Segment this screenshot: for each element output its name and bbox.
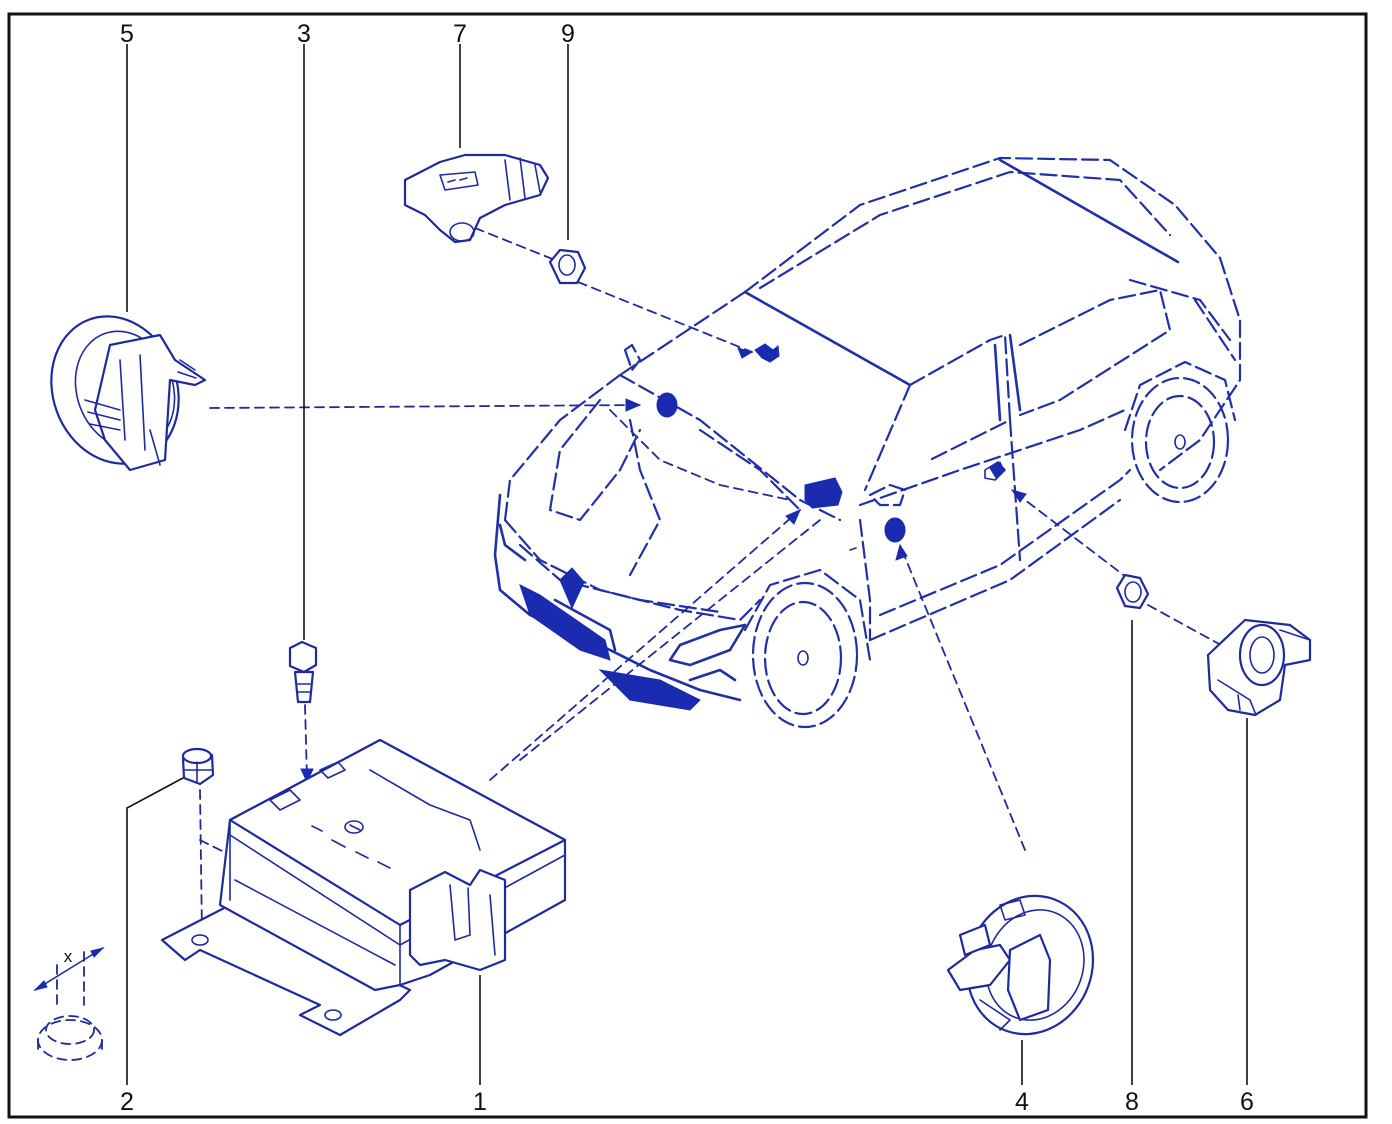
rear-wheel (1123, 360, 1237, 504)
control-unit-location (804, 477, 843, 509)
mounting-bolt (288, 640, 318, 704)
leader-lines (126, 44, 1248, 1085)
arrowheads (300, 347, 1027, 784)
sensor-nut-top (548, 248, 587, 285)
airbag-control-unit (160, 738, 567, 1037)
callout-9: 9 (561, 20, 575, 48)
callout-2: 2 (120, 1088, 134, 1116)
front-impact-sensor (403, 153, 550, 244)
mounting-nut (181, 747, 215, 786)
diagram-frame (7, 12, 1368, 1119)
callout-labels: 1 2 3 4 5 6 7 8 9 (120, 20, 1254, 1116)
brand-logo (559, 567, 585, 610)
pressure-sensor-top (50, 315, 207, 472)
callout-8: 8 (1125, 1088, 1139, 1116)
nut-detail-sketch: x (33, 947, 105, 1061)
callout-7: 7 (453, 20, 467, 48)
vehicle-outline (493, 156, 1242, 729)
front-impact-sensor-location (754, 343, 780, 363)
side-impact-sensor (1206, 618, 1312, 717)
callout-1: 1 (473, 1088, 487, 1116)
lower-grille (519, 584, 611, 661)
front-pressure-sensor-location (656, 392, 678, 418)
pressure-sensor-bottom (946, 894, 1095, 1036)
side-impact-sensor-location (989, 461, 1005, 479)
callout-4: 4 (1015, 1088, 1029, 1116)
side-pressure-sensor-location (884, 517, 906, 543)
callout-6: 6 (1240, 1088, 1254, 1116)
sensor-nut-right (1115, 573, 1150, 610)
callout-3: 3 (297, 20, 311, 48)
callout-5: 5 (120, 20, 134, 48)
detail-x-label: x (64, 947, 73, 966)
front-wheel (743, 568, 872, 729)
